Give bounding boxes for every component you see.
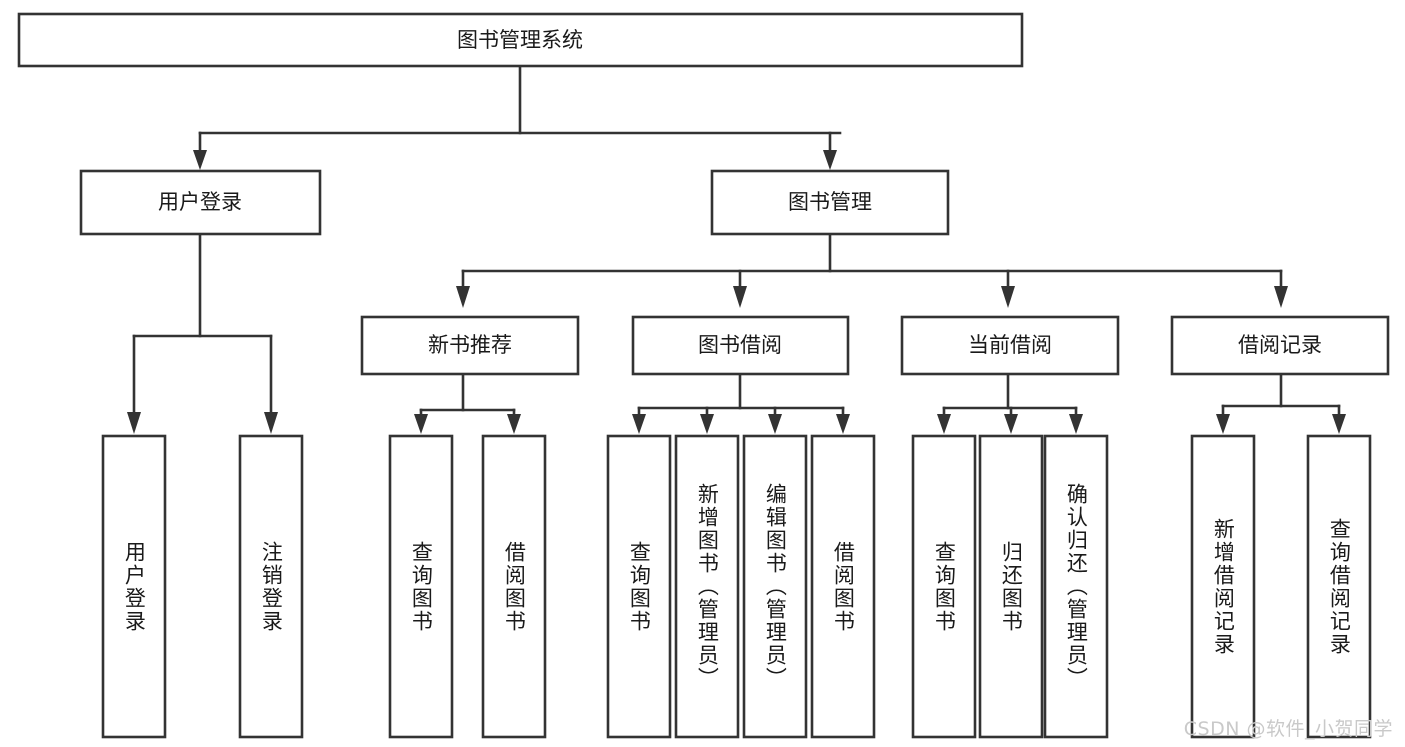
node-user-login[interactable]: 用户登录 [79,169,322,236]
node-current-borrow[interactable]: 当前借阅 [900,315,1120,376]
node-leaf-borrow-book-1[interactable] [481,434,547,739]
connector-current-borrow-to-leaves [937,372,1083,434]
node-leaf-edit-book[interactable] [742,434,808,739]
node-new-book-recommend[interactable]: 新书推荐 [360,315,580,376]
node-book-manage-label: 图书管理 [788,190,872,214]
connector-borrow-record-to-leaves [1216,372,1346,434]
connector-book-manage-to-bus [456,232,1288,308]
node-book-borrow[interactable]: 图书借阅 [631,315,850,376]
node-leaf-return-book[interactable] [978,434,1044,739]
node-leaf-borrow-book-2[interactable] [810,434,876,739]
connector-book-borrow-to-leaves [632,372,850,434]
node-current-borrow-label: 当前借阅 [968,333,1052,357]
node-leaf-query-book-3[interactable] [911,434,977,739]
connector-root-to-bus [198,64,842,135]
node-leaf-confirm-return[interactable] [1043,434,1109,739]
connector-user-login-to-bus [127,232,278,434]
node-leaf-add-record[interactable] [1190,434,1256,739]
node-leaf-query-book-2[interactable] [606,434,672,739]
node-borrow-record[interactable]: 借阅记录 [1170,315,1390,376]
node-leaf-user-logout[interactable] [238,434,304,739]
node-leaf-add-book[interactable] [674,434,740,739]
node-book-borrow-label: 图书借阅 [698,333,782,357]
connector-new-book-recommend-to-leaves [414,372,521,434]
node-root[interactable]: 图书管理系统 [17,12,1024,68]
node-user-login-label: 用户登录 [158,190,242,214]
node-leaf-query-record[interactable] [1306,434,1372,739]
connector-bus-to-book-manage [823,131,837,170]
connector-bus-to-user-login [193,131,207,170]
node-leaf-query-book-1[interactable] [388,434,454,739]
node-root-label: 图书管理系统 [457,28,583,52]
node-book-manage[interactable]: 图书管理 [710,169,950,236]
node-borrow-record-label: 借阅记录 [1238,333,1322,357]
watermark: CSDN @软件_小贺同学 [1183,718,1393,740]
node-leaf-user-login[interactable] [101,434,167,739]
node-new-book-recommend-label: 新书推荐 [428,333,512,357]
